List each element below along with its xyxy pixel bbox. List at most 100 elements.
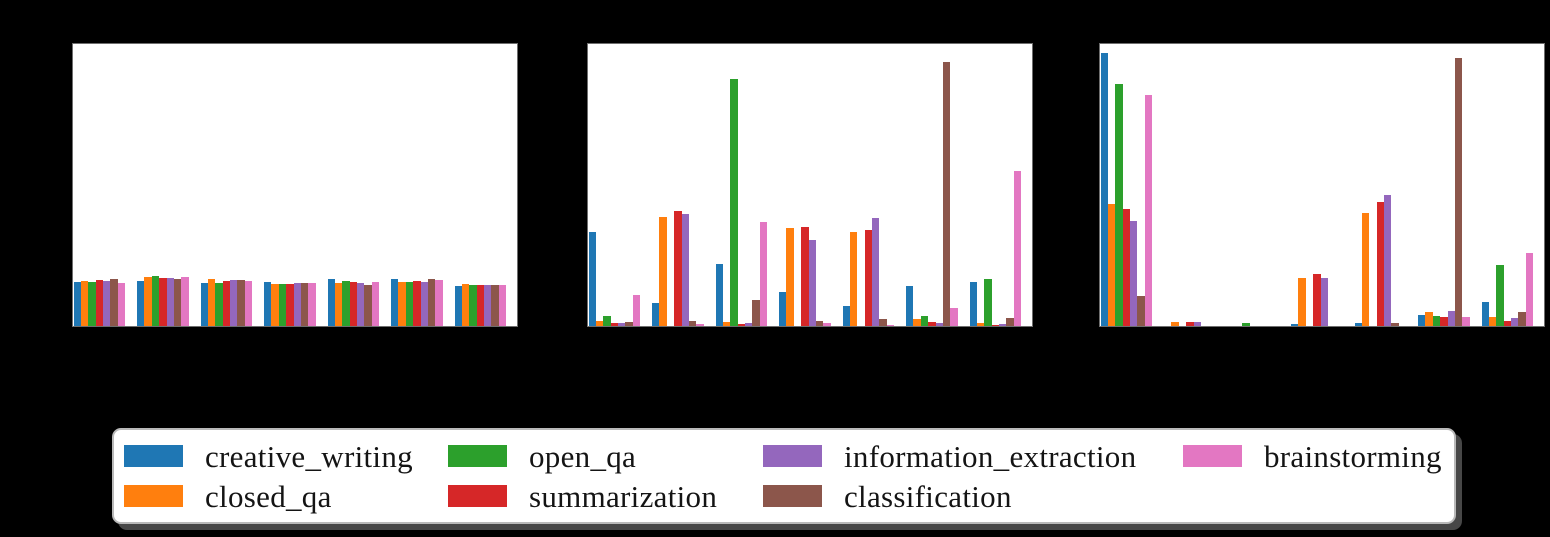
bar-creative-writing <box>264 282 272 326</box>
bar-creative-writing <box>137 281 145 326</box>
bar-closed-qa <box>786 227 794 326</box>
bar-summarization <box>286 283 294 326</box>
bar-information-extraction <box>999 324 1007 326</box>
legend-swatch-summarization <box>448 485 507 507</box>
bar-group <box>652 211 704 326</box>
bar-creative-writing <box>588 232 596 326</box>
bar-classification <box>879 319 887 326</box>
legend-label: summarization <box>529 478 718 514</box>
bar-closed-qa <box>1298 278 1306 326</box>
bar-summarization <box>222 281 231 326</box>
bar-classification <box>237 279 245 326</box>
bar-closed-qa <box>1107 203 1116 326</box>
bar-classification <box>491 285 499 326</box>
bar-group <box>200 279 253 326</box>
bar-open-qa <box>278 284 287 326</box>
bar-open-qa <box>1496 265 1504 326</box>
bar-brainstorming <box>759 221 768 326</box>
bar-closed-qa <box>976 322 985 326</box>
bar-summarization <box>864 229 873 326</box>
legend-label: creative_writing <box>205 438 413 474</box>
bar-information-extraction <box>1511 318 1519 326</box>
bar-closed-qa <box>1425 311 1433 326</box>
bar-closed-qa <box>144 277 152 326</box>
bar-information-extraction <box>1320 278 1328 326</box>
legend-item-information-extraction: information_extraction <box>763 441 1183 472</box>
bar-creative-writing <box>1291 324 1299 326</box>
bar-closed-qa <box>80 281 89 326</box>
legend-swatch-creative-writing <box>124 445 183 467</box>
legend-column: information_extraction classification <box>763 441 1183 514</box>
bar-creative-writing <box>906 286 914 326</box>
bar-summarization <box>1440 317 1448 326</box>
bar-open-qa <box>342 281 350 326</box>
bar-brainstorming <box>244 281 253 326</box>
bar-information-extraction <box>1193 322 1201 326</box>
bar-classification <box>942 61 951 326</box>
bar-group <box>1354 194 1407 326</box>
bar-open-qa <box>469 285 477 326</box>
bar-creative-writing <box>779 292 787 326</box>
legend-label: classification <box>844 478 1012 514</box>
bar-group <box>1291 274 1343 326</box>
legend-item-closed-qa: closed_qa <box>124 481 448 512</box>
bar-classification <box>1454 57 1463 326</box>
chart-panel-middle <box>587 43 1033 327</box>
bar-summarization <box>349 281 358 326</box>
bar-information-extraction <box>1130 221 1138 326</box>
bar-brainstorming <box>950 308 958 326</box>
bar-group <box>588 232 641 326</box>
bar-classification <box>427 279 436 326</box>
bar-classification <box>1518 311 1526 326</box>
bar-group <box>73 279 126 326</box>
bar-brainstorming <box>1462 317 1470 326</box>
bar-summarization <box>95 280 104 326</box>
bar-brainstorming <box>117 282 126 326</box>
bar-closed-qa <box>722 322 731 326</box>
bar-open-qa <box>603 315 611 326</box>
bar-brainstorming <box>886 324 895 326</box>
bar-information-extraction <box>618 322 626 326</box>
bar-group <box>1100 53 1153 326</box>
bar-information-extraction <box>872 218 880 326</box>
bar-closed-qa <box>849 232 858 326</box>
bar-group <box>1228 323 1280 326</box>
legend-column: brainstorming <box>1183 441 1454 511</box>
legend-item-classification: classification <box>763 478 1183 514</box>
legend-column: open_qa summarization <box>448 441 763 514</box>
bar-creative-writing <box>73 281 81 326</box>
bar-summarization <box>159 277 167 326</box>
bar-closed-qa <box>461 284 470 326</box>
bar-group <box>327 279 380 326</box>
bar-closed-qa <box>1488 317 1497 326</box>
bar-creative-writing <box>1100 53 1108 326</box>
bar-creative-writing <box>1481 302 1489 326</box>
bar-group <box>391 279 443 326</box>
legend-swatch-information-extraction <box>763 445 822 467</box>
bar-closed-qa <box>659 217 667 326</box>
bar-open-qa <box>920 315 929 326</box>
bar-open-qa <box>151 276 160 326</box>
bar-group <box>969 170 1022 326</box>
bar-creative-writing <box>391 279 399 326</box>
bar-brainstorming <box>1144 94 1153 326</box>
bar-closed-qa <box>595 320 604 326</box>
bar-creative-writing <box>1354 322 1362 326</box>
bar-creative-writing <box>327 279 335 326</box>
bar-information-extraction <box>293 283 301 326</box>
bar-information-extraction <box>230 279 238 326</box>
bar-closed-qa <box>1361 212 1370 326</box>
bar-open-qa <box>1432 315 1441 326</box>
legend-item-open-qa: open_qa <box>448 441 763 472</box>
bar-brainstorming <box>435 279 443 326</box>
bar-summarization <box>1376 202 1385 326</box>
bar-group <box>715 79 768 326</box>
bar-classification <box>815 320 824 326</box>
bar-brainstorming <box>308 283 316 326</box>
bar-information-extraction <box>484 285 492 326</box>
legend-column: creative_writing closed_qa <box>124 438 448 512</box>
bar-information-extraction <box>103 281 111 326</box>
bar-summarization <box>1503 320 1512 326</box>
bar-open-qa <box>215 283 223 326</box>
legend-swatch-classification <box>763 485 822 507</box>
